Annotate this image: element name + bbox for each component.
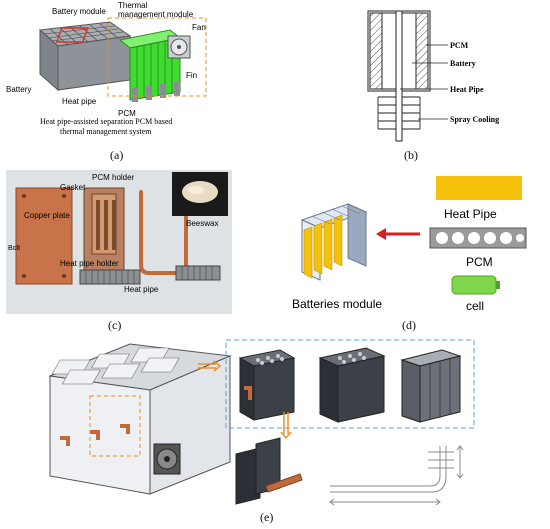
label-pcm: PCM xyxy=(118,109,136,118)
enclosure-fan-icon xyxy=(153,443,181,475)
panel-e xyxy=(30,336,520,506)
panel-e-figure xyxy=(48,339,475,506)
label-fan: Fan xyxy=(192,23,206,32)
fan-icon xyxy=(167,35,191,59)
enclosure xyxy=(48,343,232,495)
caption-d: (d) xyxy=(402,318,416,332)
caption-c: (c) xyxy=(108,318,122,332)
orange-arrow-down xyxy=(280,412,292,440)
caption-a: (a) xyxy=(110,148,124,162)
caption-e: (e) xyxy=(260,510,274,524)
label-gasket: Gasket xyxy=(60,183,86,192)
fin-stack xyxy=(79,265,221,285)
module-variants-box xyxy=(225,339,475,429)
copper-plate xyxy=(15,187,73,285)
legend-pcm-label: PCM xyxy=(466,255,493,269)
legend-heat-pipe-label: Heat Pipe xyxy=(444,207,497,221)
label-heat-pipe-holder: Heat pipe holder xyxy=(60,259,119,268)
module-variant-1 xyxy=(238,349,296,421)
heat-pipe-sketch xyxy=(329,445,464,506)
legend-heat-pipe-swatch xyxy=(436,176,522,200)
panel-b-figure: PCM Battery Heat Pipe Spray Cooling xyxy=(367,10,499,142)
module-variant-2 xyxy=(318,347,386,423)
label-b-pcm: PCM xyxy=(450,41,469,50)
panel-a: Battery module Thermal management module… xyxy=(0,0,230,140)
label-fin: Fin xyxy=(186,71,197,80)
label-thermal-module-2: management module xyxy=(118,10,194,19)
thermal-module-boundary xyxy=(107,17,207,97)
label-copper-plate: Copper plate xyxy=(24,211,70,220)
panel-c-photo: Gasket PCM holder Copper plate Bolt Heat… xyxy=(6,170,232,314)
panel-c: Gasket PCM holder Copper plate Bolt Heat… xyxy=(6,170,232,314)
batteries-module-block xyxy=(300,203,368,281)
module-variant-3 xyxy=(400,349,462,423)
label-battery: Battery xyxy=(6,85,31,94)
label-heat-pipe: Heat pipe xyxy=(62,97,97,106)
exploded-plates xyxy=(235,437,303,505)
legend-pcm-swatch xyxy=(429,227,527,249)
beeswax-inset xyxy=(172,172,228,216)
label-b-battery: Battery xyxy=(450,59,476,68)
label-thermal-module: Thermal xyxy=(118,1,148,10)
red-arrow xyxy=(376,228,420,240)
label-battery-module: Battery module xyxy=(52,7,106,16)
caption-b: (b) xyxy=(404,148,418,162)
subtitle-line-1: Heat pipe-assisted separation PCM based xyxy=(40,117,172,126)
subtitle-line-2: thermal management system xyxy=(60,127,152,136)
label-b-spray: Spray Cooling xyxy=(450,115,499,124)
label-c-heat-pipe: Heat pipe xyxy=(124,285,159,294)
panel-a-figure: Battery module Thermal management module… xyxy=(6,1,207,136)
panel-d-figure: Heat Pipe PCM cell Batteries module xyxy=(292,176,527,313)
label-beeswax: Beeswax xyxy=(186,219,218,228)
pcm-holder xyxy=(83,187,125,273)
label-pcm-holder: PCM holder xyxy=(92,173,135,182)
label-b-heat-pipe: Heat Pipe xyxy=(450,85,484,94)
legend-cell-icon xyxy=(451,275,500,295)
legend-cell-label: cell xyxy=(466,299,484,313)
panel-d: Heat Pipe PCM cell Batteries module xyxy=(290,170,540,314)
label-bolt: Bolt xyxy=(8,245,20,252)
panel-b: PCM Battery Heat Pipe Spray Cooling xyxy=(360,5,530,145)
battery-module xyxy=(38,21,132,92)
label-batteries-module: Batteries module xyxy=(292,297,382,311)
orange-arrow-right xyxy=(198,360,222,372)
